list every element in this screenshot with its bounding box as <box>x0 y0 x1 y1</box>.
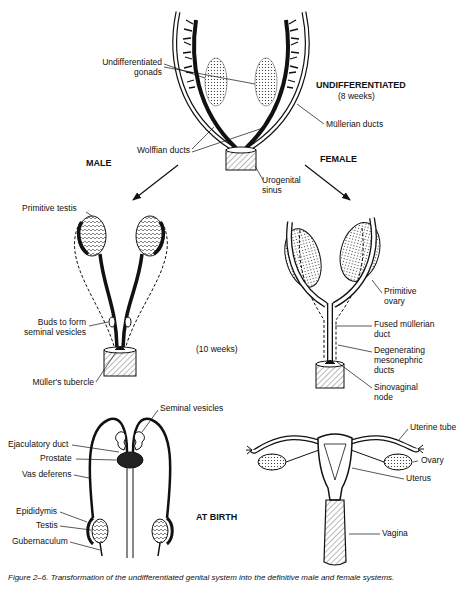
seminal-vesicle-bud <box>125 317 131 327</box>
leader-line <box>89 322 108 326</box>
figure-caption: Figure 2–6. Transformation of the undiff… <box>8 573 468 582</box>
leader-line <box>164 64 255 84</box>
gubernaculum <box>100 543 160 556</box>
part-label: Uterus <box>406 474 431 484</box>
mullers-tubercle <box>115 347 125 351</box>
vagina <box>324 500 346 565</box>
leader-line <box>70 542 100 550</box>
development-arrow <box>133 165 178 200</box>
leader-line <box>338 345 372 352</box>
rete-tubules <box>79 222 164 254</box>
undifferentiated-gonad <box>205 58 227 106</box>
part-label: Müller's tubercle <box>22 378 94 388</box>
leader-line <box>86 212 92 216</box>
male-at-birth <box>60 410 172 558</box>
epididymis <box>88 518 173 544</box>
stage-heading: UNDIFFERENTIATED <box>316 80 406 90</box>
undifferentiated-system <box>133 12 350 200</box>
female-ten-weeks <box>279 218 386 388</box>
leader-line <box>413 461 418 462</box>
leader-line <box>352 468 404 479</box>
part-label: Vagina <box>382 529 408 539</box>
leader-line <box>60 526 91 530</box>
vas-deferens <box>133 419 170 518</box>
part-label: Primitive ovary <box>384 287 434 307</box>
wolffian-duct <box>246 20 288 148</box>
prostate <box>117 452 143 468</box>
urogenital-sinus-top <box>104 347 136 353</box>
stage-heading: FEMALE <box>320 154 357 164</box>
seminal-vesicle <box>134 432 144 450</box>
part-label: Vas deferens <box>22 470 71 480</box>
part-label: Uterine tube <box>410 423 456 433</box>
undifferentiated-gonad <box>255 58 277 106</box>
part-label: Urogenital sinus <box>262 176 306 196</box>
part-label: (8 weeks) <box>338 92 375 102</box>
mullerian-duct-lumen <box>175 12 232 148</box>
mesonephric-tubules <box>183 20 195 88</box>
part-label: Seminal vesicles <box>160 404 223 414</box>
leader-line <box>76 459 116 460</box>
stage-heading: MALE <box>86 158 112 168</box>
wolffian-duct <box>194 20 236 148</box>
part-label: Müllerian ducts <box>326 120 383 130</box>
part-label: Fused müllerian duct <box>374 320 438 340</box>
mullerian-duct-lumen <box>289 218 374 362</box>
leader-line <box>398 429 408 441</box>
part-label: Epididymis <box>16 507 57 517</box>
uterus <box>318 434 352 500</box>
part-label: Gubernaculum <box>12 537 68 547</box>
leader-line <box>297 104 324 124</box>
leader-line <box>96 352 116 382</box>
uterine-cavity <box>324 444 346 480</box>
leader-line <box>335 326 372 327</box>
ovary <box>384 454 412 470</box>
leader-line <box>372 280 382 293</box>
seminal-vesicle-bud <box>109 317 115 327</box>
seminal-vesicle <box>116 432 126 450</box>
part-label: Primitive testis <box>22 204 77 214</box>
vas-deferens <box>90 419 127 518</box>
leader-line <box>255 166 263 180</box>
part-label: Degenerating mesonephric ducts <box>374 346 438 375</box>
development-arrow <box>305 165 350 200</box>
female-at-birth <box>246 429 424 565</box>
stage-heading: AT BIRTH <box>196 512 237 522</box>
mullerian-duct <box>175 12 232 148</box>
primitive-ovary <box>334 218 386 286</box>
part-label: Ejaculatory duct <box>8 440 68 450</box>
mullerian-duct <box>289 218 374 362</box>
leader-line <box>142 410 158 432</box>
wolffian-duct <box>100 254 117 348</box>
part-label: Undifferentiated gonads <box>86 58 162 78</box>
leader-line <box>72 445 119 452</box>
urethra <box>127 468 133 558</box>
mullerian-duct <box>250 12 307 148</box>
part-label: Ovary <box>421 456 444 466</box>
leader-line <box>349 534 380 535</box>
sinovaginal-node <box>325 361 335 365</box>
mullerian-duct-lumen <box>250 12 307 148</box>
part-label: Buds to form seminal vesicles <box>14 318 86 338</box>
wolffian-duct <box>123 254 142 348</box>
urogenital-sinus-top <box>226 147 256 153</box>
leader-line <box>192 127 263 152</box>
part-label: Sinovaginal node <box>374 383 438 403</box>
leader-line <box>74 475 89 478</box>
mesonephric-tubules <box>287 20 299 88</box>
testis <box>152 519 168 543</box>
leader-line <box>337 362 372 388</box>
part-label: Prostate <box>40 454 72 464</box>
ovary <box>258 454 286 470</box>
leader-line <box>60 512 87 522</box>
part-label: Wolffian ducts <box>120 146 190 156</box>
part-label: Testis <box>36 521 58 531</box>
part-label: (10 weeks) <box>196 345 238 355</box>
testis <box>92 519 108 543</box>
urogenital-sinus <box>316 364 344 388</box>
male-ten-weeks <box>75 212 168 382</box>
